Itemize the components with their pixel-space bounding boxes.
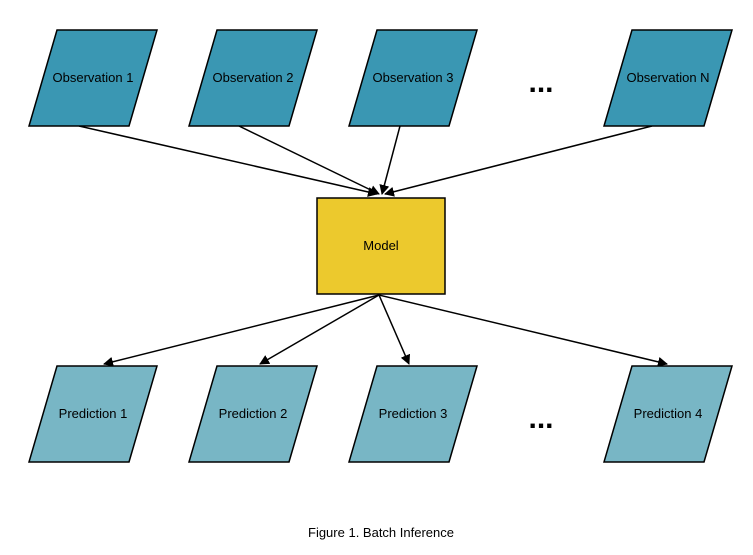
prediction-node-3: Prediction 3: [348, 365, 478, 463]
prediction-ellipsis: ...: [528, 402, 553, 435]
observation-node-1: Observation 1: [28, 29, 158, 127]
edge-model-to-prediction-3: [378, 294, 410, 365]
prediction-label: Prediction 3: [379, 406, 448, 421]
prediction-shape: [348, 365, 478, 463]
observation-shape: [28, 29, 158, 127]
prediction-label: Prediction 1: [59, 406, 128, 421]
prediction-label: Prediction 2: [219, 406, 288, 421]
observation-node-3: Observation 3: [348, 29, 478, 127]
observation-label: Observation N: [626, 70, 709, 85]
model-label: Model: [363, 238, 399, 253]
prediction-node-4: Prediction 4: [603, 365, 733, 463]
input-edges: [78, 125, 653, 197]
observation-node-2: Observation 2: [188, 29, 318, 127]
observation-label: Observation 1: [53, 70, 134, 85]
prediction-label: Prediction 4: [634, 406, 703, 421]
observation-label: Observation 3: [373, 70, 454, 85]
edge-observation-3-to-model: [379, 125, 401, 195]
edge-observation-1-to-model: [78, 125, 378, 197]
output-edges: [103, 294, 668, 367]
figure-caption: Figure 1. Batch Inference: [308, 525, 454, 540]
prediction-shape: [28, 365, 158, 463]
observation-shape: [348, 29, 478, 127]
edge-model-to-prediction-4: [378, 294, 668, 367]
observation-shape: [603, 29, 733, 127]
edge-model-to-prediction-2: [259, 294, 380, 365]
prediction-node-1: Prediction 1: [28, 365, 158, 463]
observation-node-n: Observation N: [603, 29, 733, 127]
edge-observation-n-to-model: [384, 125, 653, 197]
observation-label: Observation 2: [213, 70, 294, 85]
model-node: Model: [316, 197, 446, 295]
prediction-node-2: Prediction 2: [188, 365, 318, 463]
observation-shape: [188, 29, 318, 127]
observation-ellipsis: ...: [528, 66, 553, 99]
prediction-shape: [603, 365, 733, 463]
edge-model-to-prediction-1: [103, 294, 380, 367]
prediction-shape: [188, 365, 318, 463]
model-shape: [316, 197, 446, 295]
edge-observation-2-to-model: [238, 125, 380, 195]
